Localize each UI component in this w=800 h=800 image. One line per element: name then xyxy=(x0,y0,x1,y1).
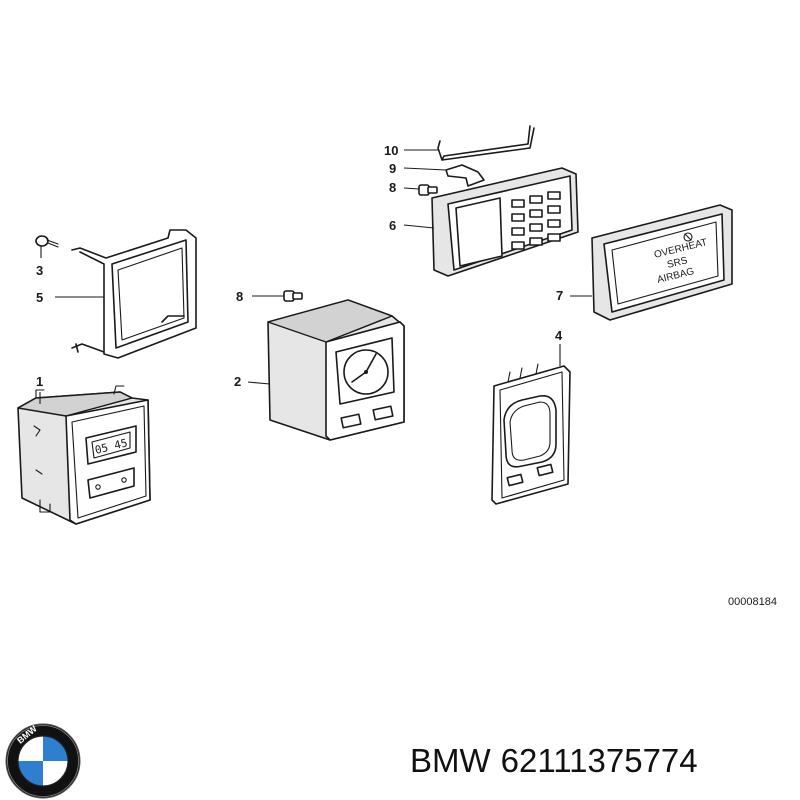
part-6-check-control-module: 6 xyxy=(389,167,579,277)
callout-8b: 8 xyxy=(236,289,243,304)
indicator-grid xyxy=(511,191,561,250)
part-10-bracket: 10 xyxy=(384,125,535,161)
callout-6: 6 xyxy=(389,218,396,233)
callout-9: 9 xyxy=(389,161,396,176)
callout-5: 5 xyxy=(36,290,43,305)
callout-4: 4 xyxy=(555,328,563,343)
part-1-digital-clock: 05 45 1 xyxy=(17,374,151,525)
drawing-number: 00008184 xyxy=(728,596,777,608)
callout-8a: 8 xyxy=(389,180,396,195)
part-9-clip: 9 xyxy=(389,161,485,187)
part-number: 62111375774 xyxy=(500,742,698,779)
clock-face-icon xyxy=(343,349,389,395)
part-5-frame-bracket: 5 xyxy=(36,229,197,359)
part-8-bulb-upper: 8 xyxy=(389,180,438,196)
part-4-cover-plate: 4 xyxy=(491,328,571,505)
leader-2 xyxy=(247,381,271,385)
warning-icon xyxy=(683,232,693,242)
part-7-warning-panel: OVERHEAT SRS AIRBAG 7 xyxy=(556,204,733,321)
leader-9 xyxy=(403,167,447,171)
brand-name: BMW xyxy=(410,742,491,779)
callout-3: 3 xyxy=(36,263,43,278)
warning-text-srs: SRS xyxy=(666,255,689,271)
callout-7: 7 xyxy=(556,288,563,303)
part-8-bulb-lower: 8 xyxy=(236,289,303,304)
callout-10: 10 xyxy=(384,143,398,158)
part-2-analog-clock: 2 xyxy=(234,299,405,441)
callout-2: 2 xyxy=(234,374,241,389)
bmw-logo-icon: BMW xyxy=(5,723,81,799)
callout-1: 1 xyxy=(36,374,43,389)
leader-8a xyxy=(403,187,420,190)
digital-display: 05 45 xyxy=(85,425,137,465)
leader-6 xyxy=(403,224,435,229)
part-3-screw: 3 xyxy=(35,235,59,278)
